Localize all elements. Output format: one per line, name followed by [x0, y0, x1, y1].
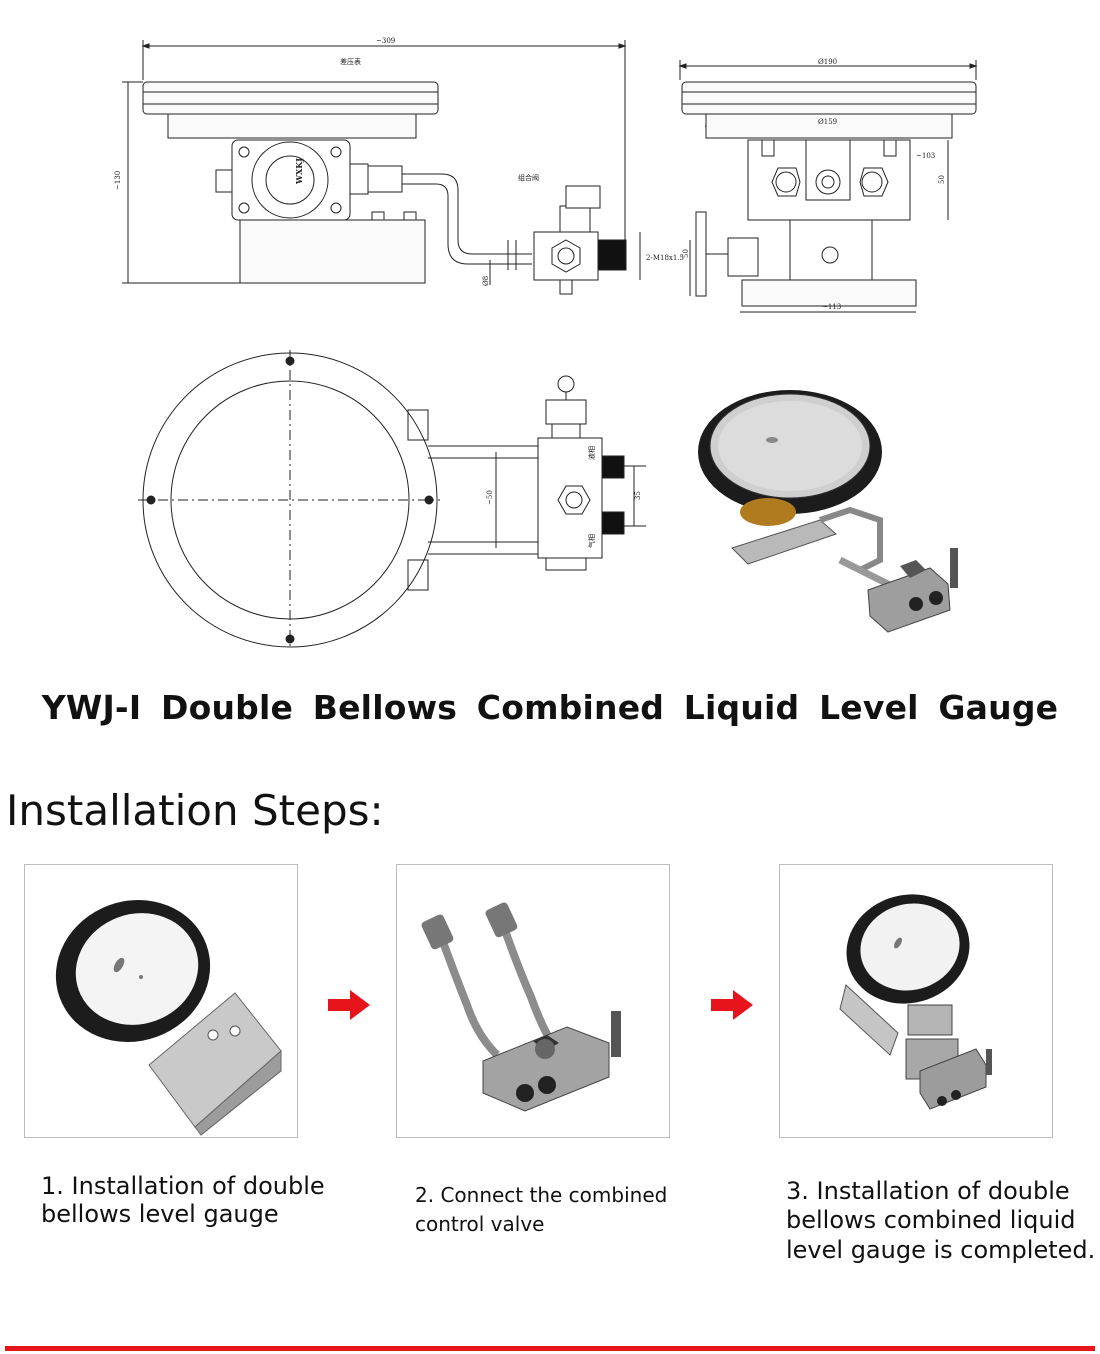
dim-50b: 50	[682, 249, 690, 258]
step-3-image	[779, 864, 1053, 1138]
dim-35: 35	[634, 491, 642, 500]
dim-d159: Ø159	[818, 118, 837, 126]
dim-height: ~130	[114, 171, 122, 190]
dim-thread: 2-M18x1.5	[646, 254, 684, 262]
step-3-caption: 3. Installation of double bellows combin…	[786, 1177, 1096, 1264]
step-1-image	[24, 864, 298, 1138]
logo-text: WXKJ	[294, 158, 304, 185]
dim-50a: 50	[938, 175, 946, 184]
dim-pipe: Ø8	[482, 276, 490, 286]
label-liquid: 液相	[587, 446, 596, 460]
step-2-caption: 2. Connect the combined control valve	[415, 1183, 668, 1236]
dim-width: ~309	[376, 37, 395, 45]
arrow-2-icon	[711, 990, 753, 1025]
dim-113: ~113	[822, 303, 841, 311]
dim-103: ~103	[916, 152, 935, 160]
label-diff-gauge: 差压表	[340, 57, 361, 66]
assembly-render	[698, 390, 958, 633]
step-1-caption: 1. Installation of double bellows level …	[41, 1172, 325, 1229]
step-2-image	[396, 864, 670, 1138]
label-gas: 气相	[587, 534, 596, 548]
dim-d190: Ø190	[818, 58, 837, 66]
installation-steps-heading: Installation Steps:	[6, 786, 384, 835]
bottom-red-rule	[5, 1346, 1095, 1351]
product-title: YWJ-I Double Bellows Combined Liquid Lev…	[41, 688, 1059, 727]
arrow-1-icon	[328, 990, 370, 1025]
dim-50c: ~50	[486, 490, 494, 505]
label-combo-valve: 组合阀	[518, 173, 539, 182]
technical-drawing: ~309 差压表 ~130 组合阀 2-M18x1.5 Ø8 Ø190 Ø159…	[114, 37, 978, 650]
